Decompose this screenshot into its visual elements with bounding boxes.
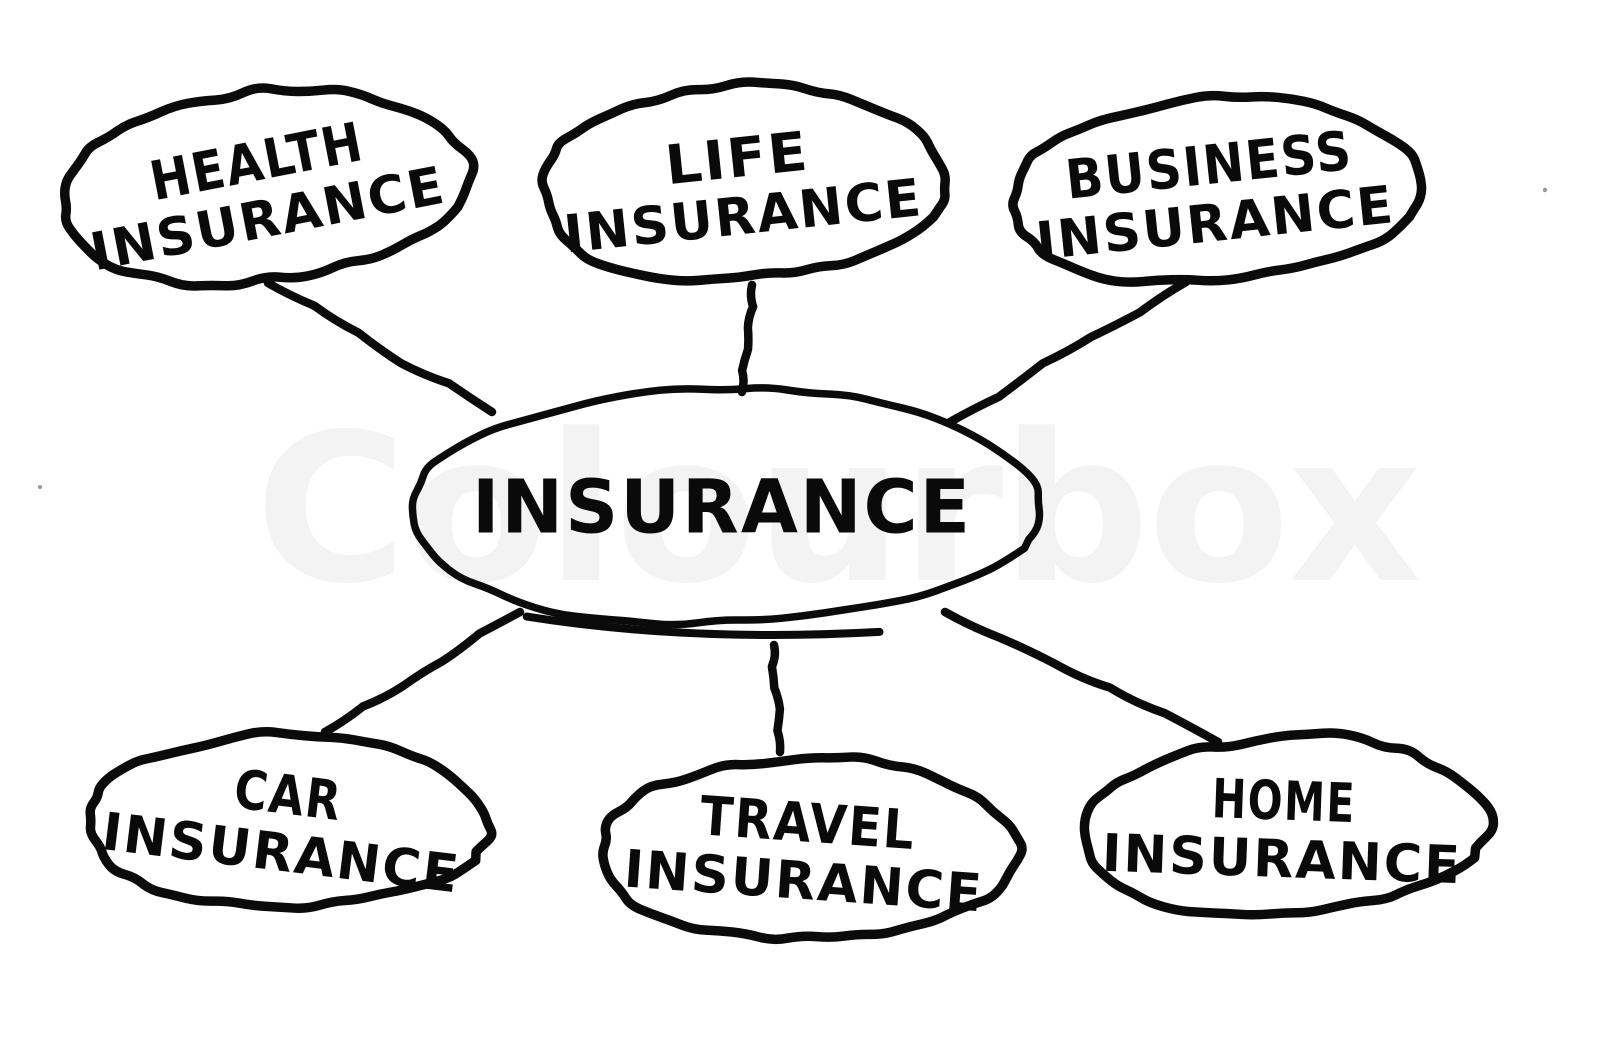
node-outline (408, 384, 1044, 629)
node-outline (85, 726, 497, 913)
node-outline (598, 752, 1027, 945)
connector-home-stroke (940, 607, 1223, 747)
connector-car (320, 607, 525, 737)
connector-car-stroke (320, 607, 525, 737)
connector-business-stroke (945, 277, 1191, 427)
connectors-layer (263, 277, 1223, 757)
node-outline (1008, 90, 1427, 287)
node-label-group: INSURANCE (472, 465, 972, 551)
node-label-line: HOME (1211, 767, 1357, 835)
connector-travel-stroke (767, 640, 785, 757)
node-label-line: INSURANCE (472, 465, 972, 551)
connector-home (940, 607, 1223, 747)
scan-speck (1542, 187, 1548, 193)
connector-travel (767, 640, 785, 757)
connector-business (945, 277, 1191, 427)
connector-health-stroke (263, 278, 497, 417)
node-label-line: CAR (231, 757, 346, 833)
node-label-line: LIFE (662, 119, 812, 197)
node-outline (59, 83, 479, 291)
connector-life-stroke (737, 280, 758, 397)
connector-life (737, 280, 758, 397)
node-outline-second-pass (522, 612, 884, 639)
node-outline (1079, 728, 1499, 920)
node-insurance[interactable]: INSURANCE (408, 384, 1044, 639)
node-label-line: TRAVEL (698, 784, 918, 862)
node-outline (537, 77, 950, 286)
colourbox-watermark: Colourbox (255, 391, 1420, 629)
node-label-line: INSURANCE (1101, 824, 1463, 897)
connector-health (263, 278, 497, 417)
scan-speck (38, 485, 42, 489)
